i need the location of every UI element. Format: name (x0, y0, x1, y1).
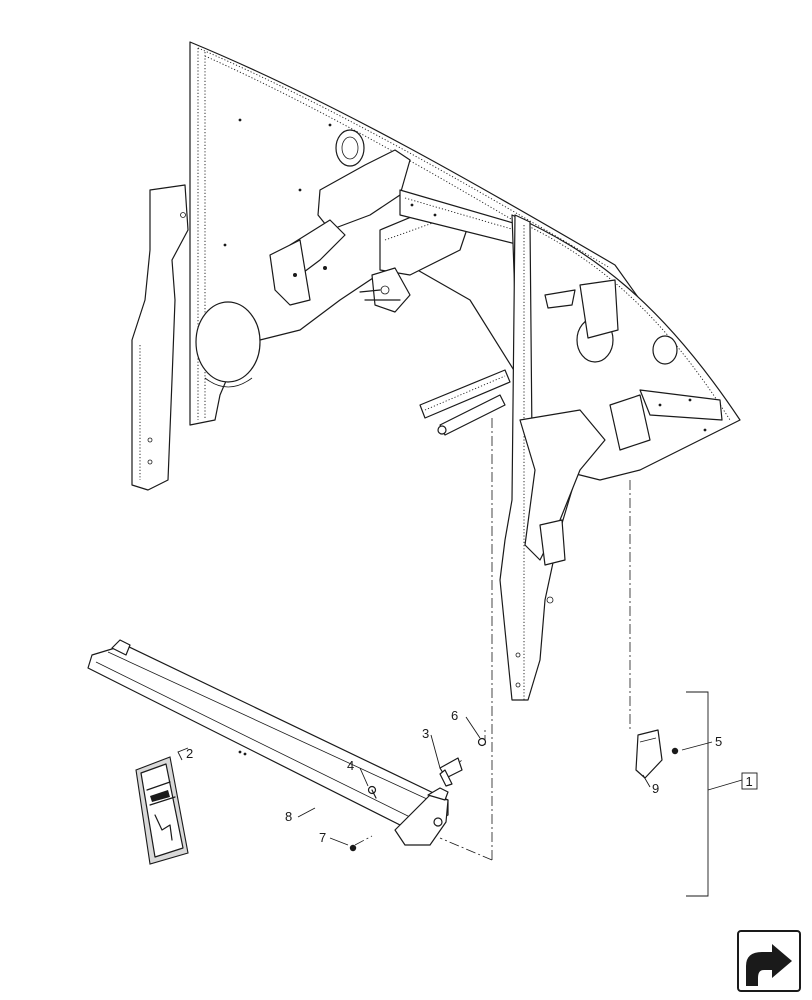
callout-7: 7 (319, 830, 326, 845)
callout-1-box (741, 772, 758, 790)
hardware (349, 737, 679, 852)
callout-leaders (177, 716, 713, 846)
machine-frame (131, 41, 741, 701)
callout-8: 8 (285, 809, 292, 824)
callout-6: 6 (451, 708, 458, 723)
callout-5: 5 (715, 734, 722, 749)
left-post (131, 184, 189, 491)
callout-3: 3 (422, 726, 429, 741)
group-bracket-leader (707, 779, 743, 791)
next-page-arrow-icon[interactable] (737, 930, 801, 992)
mounting-plate (635, 729, 663, 779)
decal (135, 756, 189, 865)
group-bracket (686, 691, 709, 897)
callout-9: 9 (652, 781, 659, 796)
deflector-bar (87, 639, 449, 846)
clip-bracket (439, 757, 463, 787)
callout-labels: 1 2 3 4 5 6 7 8 9 (186, 708, 758, 845)
callout-4: 4 (347, 758, 354, 773)
callout-2: 2 (186, 746, 193, 761)
panel-cutout-lower (195, 301, 261, 383)
tube-fitting (335, 129, 365, 167)
callout-1: 1 (746, 774, 753, 789)
